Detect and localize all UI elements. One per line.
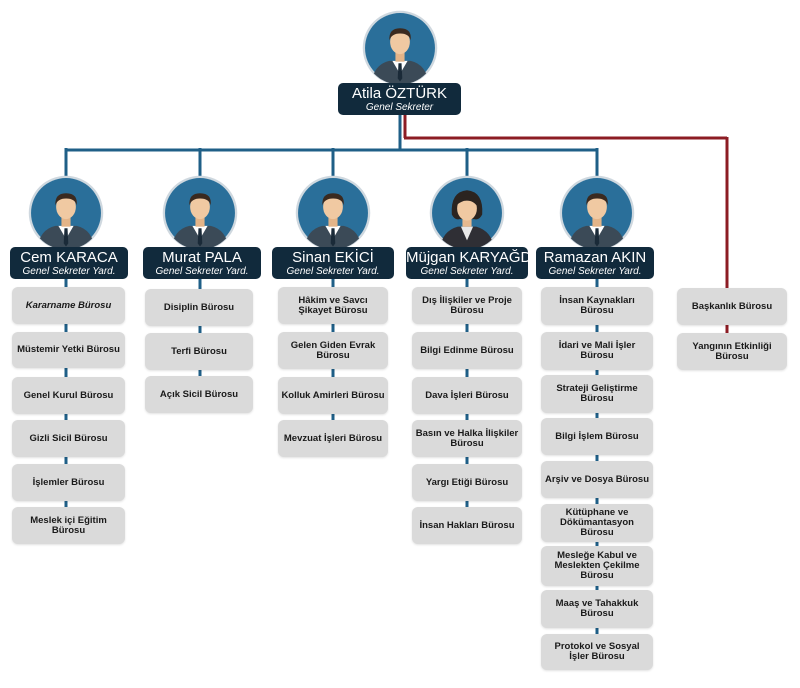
unit-box: Genel Kurul Bürosu	[12, 377, 125, 414]
unit-box: Arşiv ve Dosya Bürosu	[541, 461, 653, 498]
unit-box: Müstemir Yetki Bürosu	[12, 332, 125, 368]
unit-box: Kararname Bürosu	[12, 287, 125, 324]
unit-box: Hâkim ve Savcı Şikayet Bürosu	[278, 287, 388, 324]
unit-box: Kütüphane ve Dökümantasyon Bürosu	[541, 504, 653, 542]
person-name: Müjgan KARYAĞDI	[406, 249, 536, 266]
unit-box: Dava İşleri Bürosu	[412, 377, 522, 414]
unit-box: Gelen Giden Evrak Bürosu	[278, 332, 388, 369]
unit-box: Başkanlık Bürosu	[677, 288, 787, 325]
unit-box: Bilgi Edinme Bürosu	[412, 332, 522, 369]
person-title: Genel Sekreter Yard.	[22, 266, 116, 277]
unit-box: İnsan Hakları Bürosu	[412, 507, 522, 544]
unit-box: Kolluk Amirleri Bürosu	[278, 377, 388, 414]
person-name: Murat PALA	[162, 249, 242, 266]
unit-box: Protokol ve Sosyal İşler Bürosu	[541, 634, 653, 670]
person-title: Genel Sekreter	[365, 102, 434, 113]
unit-box: Açık Sicil Bürosu	[145, 376, 253, 413]
person-title: Genel Sekreter Yard.	[420, 266, 514, 277]
unit-box: Mevzuat İşleri Bürosu	[278, 420, 388, 457]
unit-box: Meslek içi Eğitim Bürosu	[12, 507, 125, 544]
person-name: Sinan EKİCİ	[292, 249, 374, 266]
unit-box: Gizli Sicil Bürosu	[12, 420, 125, 457]
unit-box: Dış İlişkiler ve Proje Bürosu	[412, 287, 522, 324]
unit-box: İşlemler Bürosu	[12, 464, 125, 501]
unit-box: Maaş ve Tahakkuk Bürosu	[541, 590, 653, 628]
male-avatar-icon	[362, 10, 438, 86]
person-name: Ramazan AKIN	[543, 249, 647, 266]
person-name: Cem KARACA	[20, 249, 118, 266]
person-title: Genel Sekreter Yard.	[155, 266, 249, 277]
unit-box: Basın ve Halka İlişkiler Bürosu	[412, 420, 522, 457]
unit-box: Bilgi İşlem Bürosu	[541, 418, 653, 455]
male-avatar-icon	[559, 175, 635, 251]
unit-box: Mesleğe Kabul ve Meslekten Çekilme Büros…	[541, 546, 653, 586]
person-name: Atila ÖZTÜRK	[351, 85, 447, 102]
unit-box: İdari ve Mali İşler Bürosu	[541, 332, 653, 370]
unit-box: Terfi Bürosu	[145, 333, 253, 370]
unit-box: Yangının Etkinliği Bürosu	[677, 333, 787, 370]
female-avatar-icon	[429, 175, 505, 251]
unit-box: Yargı Etiği Bürosu	[412, 464, 522, 501]
unit-box: İnsan Kaynakları Bürosu	[541, 287, 653, 325]
male-avatar-icon	[295, 175, 371, 251]
unit-box: Strateji Geliştirme Bürosu	[541, 375, 653, 413]
person-title: Genel Sekreter Yard.	[286, 266, 380, 277]
person-title: Genel Sekreter Yard.	[548, 266, 642, 277]
unit-box: Disiplin Bürosu	[145, 289, 253, 326]
male-avatar-icon	[28, 175, 104, 251]
male-avatar-icon	[162, 175, 238, 251]
